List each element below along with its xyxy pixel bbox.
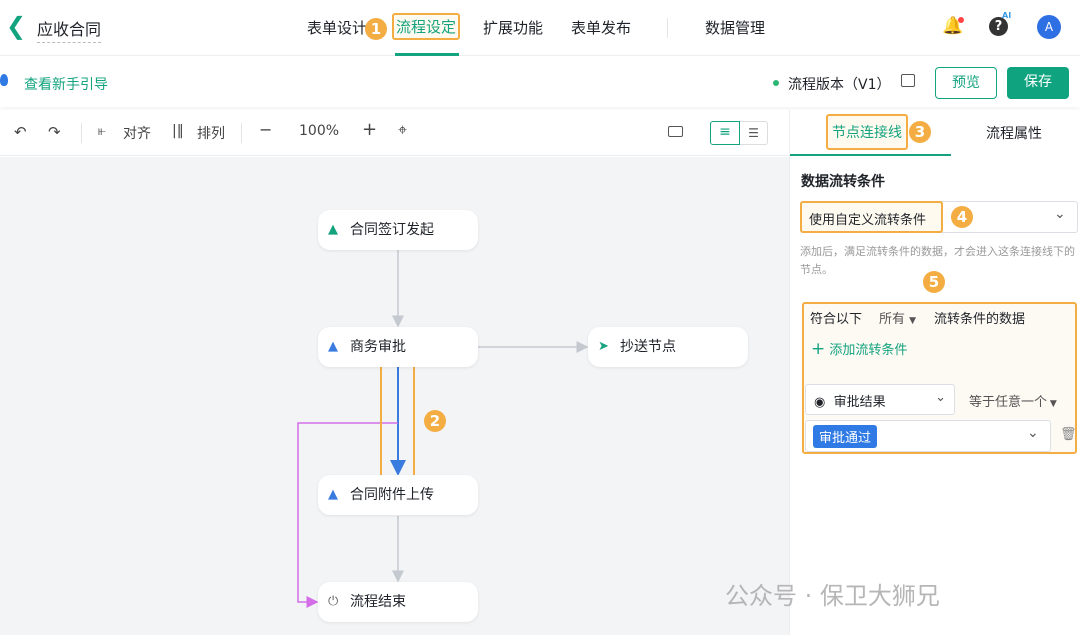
zoom-level: 100% (299, 123, 340, 139)
hint-text: 添加后，满足流转条件的数据，才会进入这条连接线下的节点。 (800, 245, 1075, 276)
bell-icon[interactable]: 🔔 (942, 16, 965, 36)
ai-badge: AI (1002, 11, 1012, 20)
list-view-icon[interactable]: ≡ (710, 121, 740, 145)
field-select[interactable]: ◉ 审批结果 ⌄ (805, 384, 955, 415)
flow-node-end[interactable]: ⏻ 流程结束 (318, 582, 478, 622)
tab-form-design[interactable]: 表单设计 (307, 19, 368, 37)
caret-down-icon: ▼ (1047, 399, 1057, 409)
zoom-out-icon[interactable]: − (259, 120, 273, 139)
arrange-button[interactable]: 排列 (197, 126, 225, 142)
divider (81, 123, 82, 143)
flow-node-business-review[interactable]: ▲ 商务审批 (318, 327, 478, 367)
chevron-down-icon: ⌄ (1054, 206, 1066, 222)
section-title: 数据流转条件 (801, 174, 885, 190)
send-icon: ➤ (598, 339, 609, 354)
annotation-badge-1: 1 (365, 18, 387, 40)
flow-node-start[interactable]: ▲ 合同签订发起 (318, 210, 478, 250)
panel-tab-process-properties[interactable]: 流程属性 (986, 126, 1042, 142)
chevron-down-icon: ⌄ (935, 390, 946, 405)
tab-data-management[interactable]: 数据管理 (705, 19, 766, 37)
field-value: 审批结果 (833, 395, 886, 410)
match-mode-dropdown[interactable]: 所有 ▼ (879, 308, 916, 327)
user-icon: ▲ (328, 222, 338, 237)
card-view-icon[interactable]: ☰ (740, 121, 768, 145)
operator-dropdown[interactable]: 等于任意一个 ▼ (969, 391, 1057, 410)
tab-process-settings[interactable]: 流程设定 (392, 13, 461, 40)
condition-mode-value: 使用自定义流转条件 (800, 201, 943, 233)
node-label: 流程结束 (350, 594, 406, 610)
redo-icon[interactable]: ↷ (48, 123, 61, 141)
match-suffix: 流转条件的数据 (934, 312, 1026, 327)
panel-tab-node-connection[interactable]: 节点连接线 (826, 114, 908, 150)
tab-extensions[interactable]: 扩展功能 (483, 19, 544, 37)
user-icon: ▲ (328, 339, 338, 354)
radio-field-icon: ◉ (814, 395, 826, 410)
match-prefix: 符合以下 (810, 312, 863, 327)
zoom-in-icon[interactable]: + (362, 119, 378, 140)
lightbulb-icon (0, 74, 8, 86)
node-label: 抄送节点 (620, 339, 676, 355)
trash-icon[interactable]: 🗑 (1060, 427, 1077, 442)
flow-node-cc[interactable]: ➤ 抄送节点 (588, 327, 748, 367)
match-mode-value: 所有 (879, 312, 906, 327)
add-condition-label: 添加流转条件 (829, 343, 908, 358)
node-label: 商务审批 (350, 339, 406, 355)
power-icon: ⏻ (328, 594, 339, 609)
undo-icon[interactable]: ↶ (14, 123, 27, 141)
edge-review-to-end (297, 422, 398, 608)
preview-button[interactable]: 预览 (935, 67, 997, 99)
annotation-badge-5: 5 (923, 271, 945, 293)
divider (241, 123, 242, 143)
back-chevron-left-icon[interactable]: ❮ (6, 12, 27, 40)
annotation-badge-3: 3 (909, 121, 931, 143)
divider (667, 18, 668, 38)
process-version[interactable]: 流程版本（V1） (788, 77, 891, 93)
sub-bar (0, 57, 1080, 107)
flow-edges (297, 250, 589, 608)
keyboard-icon[interactable] (668, 126, 683, 137)
flow-node-attachment-upload[interactable]: ▲ 合同附件上传 (318, 475, 478, 515)
arrange-icon[interactable]: |‖ (172, 123, 184, 139)
chevron-down-icon: ⌄ (1027, 425, 1039, 441)
add-condition-button[interactable]: + 添加流转条件 (811, 339, 907, 359)
top-bar (0, 0, 1080, 56)
panel-tab-indicator (790, 154, 951, 156)
value-tag[interactable]: 审批通过 (813, 425, 878, 448)
align-button[interactable]: 对齐 (123, 126, 151, 142)
status-dot (773, 80, 779, 86)
annotation-badge-2: 2 (424, 410, 446, 432)
guide-link[interactable]: 查看新手引导 (24, 77, 108, 93)
comment-icon[interactable] (901, 74, 915, 87)
tab-form-publish[interactable]: 表单发布 (571, 19, 632, 37)
watermark: 公众号 · 保卫大狮兄 (725, 582, 940, 610)
canvas-toolbar (0, 110, 789, 156)
help-icon[interactable]: ? (989, 17, 1008, 36)
align-icon[interactable]: ⫦ (98, 123, 106, 139)
save-button[interactable]: 保存 (1007, 67, 1069, 99)
locate-target-icon[interactable]: ⌖ (398, 120, 408, 139)
app-title[interactable]: 应收合同 (37, 16, 102, 43)
avatar[interactable]: A (1037, 15, 1061, 39)
operator-value: 等于任意一个 (969, 395, 1048, 410)
node-label: 合同签订发起 (350, 222, 434, 238)
node-label: 合同附件上传 (350, 487, 434, 503)
annotation-badge-4: 4 (951, 206, 973, 228)
plus-icon: + (811, 339, 826, 359)
user-icon: ▲ (328, 487, 338, 502)
active-tab-indicator (395, 53, 459, 56)
caret-down-icon: ▼ (909, 316, 917, 326)
